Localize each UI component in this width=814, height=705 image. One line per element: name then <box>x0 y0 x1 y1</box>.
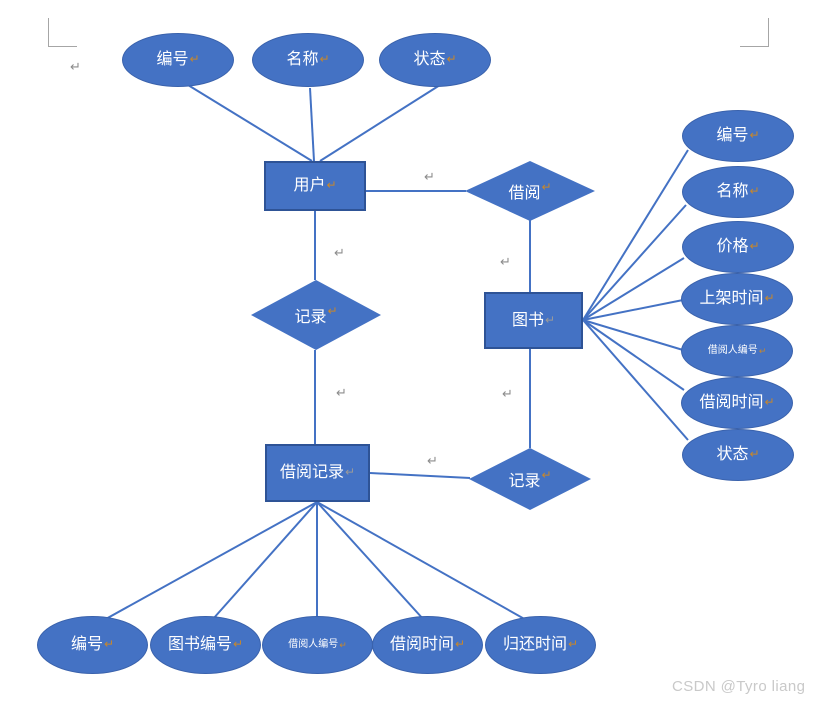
attribute-record-return-time[interactable]: 归还时间↵ <box>485 616 596 674</box>
entity-book[interactable]: 图书↵ <box>484 292 583 349</box>
pilcrow-icon: ↵ <box>544 312 556 327</box>
edge-book-name <box>582 204 687 321</box>
pilcrow-icon: ↵ <box>541 180 552 194</box>
attribute-record-book-id[interactable]: 图书编号↵ <box>150 616 261 674</box>
pilcrow-icon: ↵ <box>567 637 579 651</box>
attribute-user-name[interactable]: 名称↵ <box>252 33 364 87</box>
attribute-book-price[interactable]: 价格↵ <box>682 221 794 273</box>
pilcrow-icon: ↵ <box>541 468 552 482</box>
pilcrow-icon: ↵ <box>749 128 760 142</box>
attribute-user-name-label: 名称 <box>286 51 319 68</box>
entity-book-label: 图书 <box>511 311 544 329</box>
attribute-user-id-label: 编号 <box>156 51 189 68</box>
paragraph-mark-book-record: ↵ <box>502 386 513 401</box>
pilcrow-icon: ↵ <box>446 52 457 66</box>
attribute-book-borrower-id-label: 借阅人编号 <box>707 345 758 356</box>
pilcrow-icon: ↵ <box>749 239 760 253</box>
attribute-book-id-label: 编号 <box>716 127 749 144</box>
edge-rec-borrowtime <box>316 501 425 621</box>
attribute-book-borrower-id[interactable]: 借阅人编号↵ <box>681 325 793 377</box>
attribute-record-return-time-label: 归还时间 <box>502 636 567 653</box>
attribute-book-price-label: 价格 <box>716 238 749 255</box>
attribute-book-borrow-time[interactable]: 借阅时间↵ <box>681 377 793 429</box>
edge-rec-id <box>103 501 318 621</box>
paragraph-mark-user-borrow: ↵ <box>424 169 435 184</box>
page-corner-mark-top-left <box>48 18 77 47</box>
relationship-borrow[interactable]: 借阅↵ <box>465 161 595 221</box>
pilcrow-icon: ↵ <box>339 640 347 650</box>
page-corner-mark-top-right <box>740 18 769 47</box>
edge-book-id <box>582 149 689 321</box>
attribute-record-id-label: 编号 <box>70 636 103 653</box>
paragraph-mark-user-record: ↵ <box>334 245 345 260</box>
relationship-record-user[interactable]: 记录↵ <box>251 280 381 350</box>
paragraph-mark-borrowrecord-record: ↵ <box>427 453 438 468</box>
edge-book-borrowerid <box>582 319 684 351</box>
edge-rec-returntime <box>316 501 529 622</box>
pilcrow-icon: ↵ <box>232 637 244 651</box>
pilcrow-icon: ↵ <box>319 52 330 66</box>
paragraph-mark-record-borrowrecord: ↵ <box>336 385 347 400</box>
attribute-book-shelf-time-label: 上架时间 <box>699 290 764 307</box>
relationship-record-book-label: 记录 <box>508 473 541 490</box>
attribute-book-id[interactable]: 编号↵ <box>682 110 794 162</box>
attribute-record-borrower-id-label: 借阅人编号 <box>288 639 339 650</box>
attribute-user-id[interactable]: 编号↵ <box>122 33 234 87</box>
pilcrow-icon: ↵ <box>454 637 466 651</box>
pilcrow-icon: ↵ <box>764 291 775 305</box>
entity-user[interactable]: 用户↵ <box>264 161 366 211</box>
pilcrow-icon: ↵ <box>749 447 760 461</box>
relationship-borrow-label: 借阅 <box>508 185 541 202</box>
paragraph-mark-borrow-book: ↵ <box>500 254 511 269</box>
attribute-book-status-label: 状态 <box>716 446 749 463</box>
entity-borrow-record[interactable]: 借阅记录↵ <box>265 444 370 502</box>
pilcrow-icon: ↵ <box>103 637 115 651</box>
attribute-user-status[interactable]: 状态↵ <box>379 33 491 87</box>
pilcrow-icon: ↵ <box>327 304 338 318</box>
entity-borrow-record-label: 借阅记录 <box>279 464 344 481</box>
edge-book-status <box>582 319 689 441</box>
pilcrow-icon: ↵ <box>326 178 337 192</box>
attribute-book-status[interactable]: 状态↵ <box>682 429 794 481</box>
edge-book-borrowtime <box>582 319 685 391</box>
attribute-book-name[interactable]: 名称↵ <box>682 166 794 218</box>
relationship-record-user-label: 记录 <box>294 309 327 326</box>
pilcrow-icon: ↵ <box>189 52 200 66</box>
attribute-record-book-id-label: 图书编号 <box>167 636 232 653</box>
edge-user-name <box>309 87 315 162</box>
attribute-record-borrow-time[interactable]: 借阅时间↵ <box>372 616 483 674</box>
edge-user-id <box>187 84 313 162</box>
attribute-record-id[interactable]: 编号↵ <box>37 616 148 674</box>
pilcrow-icon: ↵ <box>749 184 760 198</box>
attribute-user-status-label: 状态 <box>413 51 446 68</box>
pilcrow-icon: ↵ <box>758 346 767 356</box>
attribute-book-name-label: 名称 <box>716 183 749 200</box>
edge-book-price <box>582 257 685 321</box>
paragraph-mark-top-left: ↵ <box>70 59 81 74</box>
edge-user-status <box>319 84 441 162</box>
edge-rec-bookid <box>212 501 318 620</box>
edge-borrowrecord-record <box>369 472 471 479</box>
relationship-record-book[interactable]: 记录↵ <box>469 448 591 510</box>
edge-book-shelftime <box>582 299 684 321</box>
attribute-record-borrower-id[interactable]: 借阅人编号↵ <box>262 616 373 674</box>
watermark: CSDN @Tyro liang <box>672 678 806 695</box>
attribute-record-borrow-time-label: 借阅时间 <box>389 636 454 653</box>
attribute-book-shelf-time[interactable]: 上架时间↵ <box>681 273 793 325</box>
pilcrow-icon: ↵ <box>764 395 775 409</box>
entity-user-label: 用户 <box>293 177 326 194</box>
attribute-book-borrow-time-label: 借阅时间 <box>699 394 764 411</box>
pilcrow-icon: ↵ <box>344 465 356 479</box>
